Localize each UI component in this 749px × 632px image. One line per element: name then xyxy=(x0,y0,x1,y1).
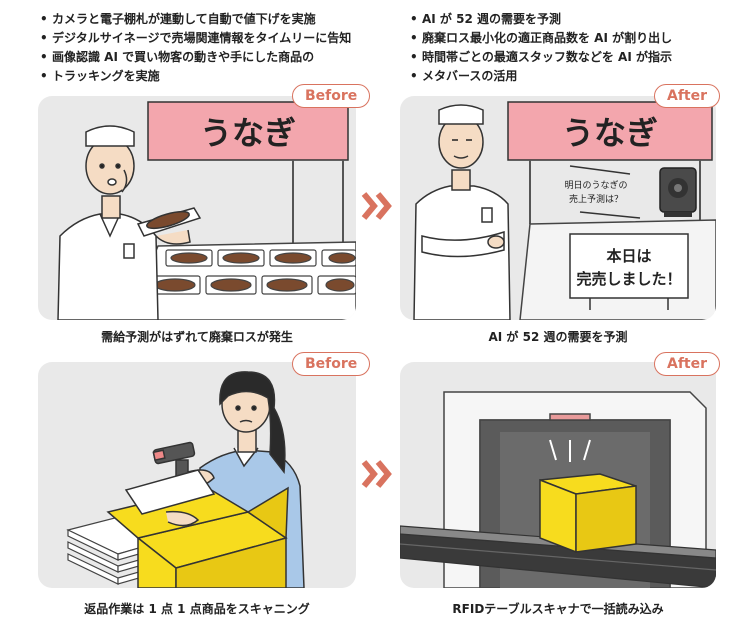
bullet-item: AI が 52 週の需要を予測 xyxy=(408,10,672,29)
before-tag: Before xyxy=(292,84,371,108)
before-scan-caption: 返品作業は 1 点 1 点商品をスキャニング xyxy=(84,602,310,616)
shop-sign-text: うなぎ xyxy=(562,114,658,152)
before-eel-panel: うなぎ xyxy=(38,96,356,320)
before-eel-caption: 需給予測がはずれて廃棄ロスが発生 xyxy=(101,330,293,344)
confident-clerk xyxy=(413,104,511,320)
before-tag: Before xyxy=(292,352,371,376)
after-ai-panel: うなぎ 明日のうなぎの 売上予測は？ 本日は 完売しました！ xyxy=(400,96,716,320)
after-rfid-panel xyxy=(400,362,716,588)
sold-out-board: 本日は 完売しました！ xyxy=(569,233,689,310)
bullet-item: 時間帯ごとの最適スタッフ数などを AI が指示 xyxy=(408,48,672,67)
sold-out-line2: 完売しました！ xyxy=(576,270,681,288)
double-chevron-right-icon xyxy=(361,460,392,488)
shop-sign xyxy=(507,101,713,161)
after-ai-illustration: うなぎ 明日のうなぎの 売上予測は？ 本日は 完売しました！ xyxy=(413,101,716,320)
ai-question-line1: 明日のうなぎの xyxy=(564,179,627,191)
sold-out-line1: 本日は xyxy=(606,247,651,265)
shop-sign-text: うなぎ xyxy=(200,114,296,152)
worried-clerk xyxy=(57,125,202,320)
shop-sign xyxy=(147,101,349,161)
bullet-item: メタバースの活用 xyxy=(408,67,672,86)
bullet-item: カメラと電子棚札が連動して自動で値下げを実施 xyxy=(38,10,351,29)
before-eel-illustration: うなぎ xyxy=(57,101,356,320)
rfid-box xyxy=(539,473,637,554)
return-box xyxy=(106,469,289,588)
bullet-item: デジタルサイネージで売場関連情報をタイムリーに告知 xyxy=(38,29,351,48)
bullet-item: 廃棄ロス最小化の適正商品数を AI が割り出し xyxy=(408,29,672,48)
after-ai-caption: AI が 52 週の需要を予測 xyxy=(488,330,628,344)
bullet-item-continued: トラッキングを実施 xyxy=(38,67,351,86)
before-feature-list: カメラと電子棚札が連動して自動で値下げを実施 デジタルサイネージで売場関連情報を… xyxy=(38,10,351,86)
eel-trays xyxy=(149,249,356,295)
ai-speaker-icon xyxy=(659,167,697,217)
double-chevron-right-icon xyxy=(361,192,392,220)
after-tag: After xyxy=(654,352,721,376)
before-scan-illustration xyxy=(66,371,305,588)
ai-question-line2: 売上予測は？ xyxy=(569,193,623,205)
after-rfid-illustration xyxy=(400,391,716,588)
bullet-item: 画像認識 AI で買い物客の動きや手にした商品の xyxy=(38,48,351,67)
after-tag: After xyxy=(654,84,721,108)
after-rfid-caption: RFIDテーブルスキャナで一括読み込み xyxy=(452,602,664,616)
before-scan-panel xyxy=(38,362,356,588)
after-feature-list: AI が 52 週の需要を予測 廃棄ロス最小化の適正商品数を AI が割り出し … xyxy=(408,10,672,86)
